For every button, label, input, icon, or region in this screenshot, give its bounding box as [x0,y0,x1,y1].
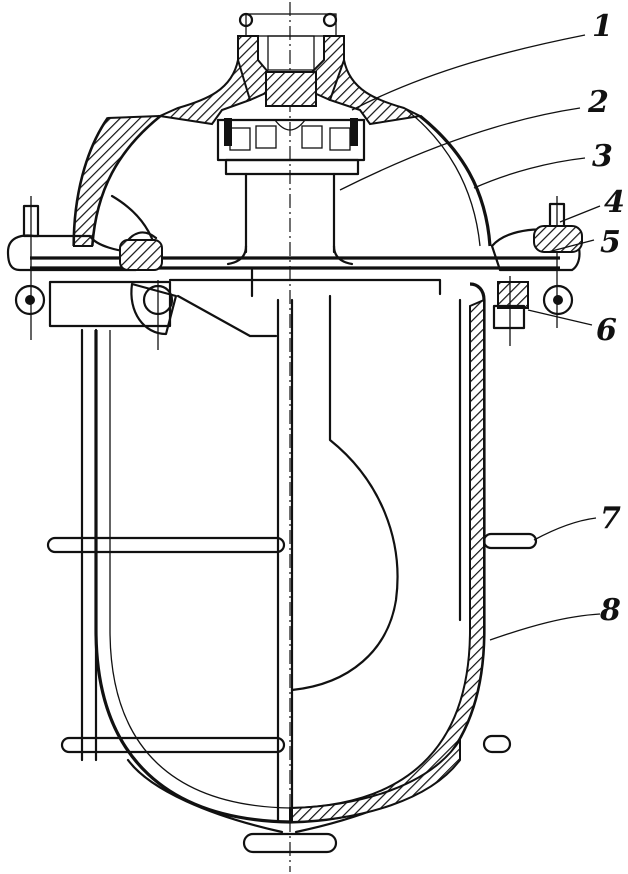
lamp-socket [216,118,366,176]
callout-5: 5 [600,225,621,260]
callout-8: 8 [599,593,621,628]
callout-6: 6 [596,313,617,348]
reflector-arm [168,268,442,338]
dome-housing [72,107,492,252]
callout-labels: 1 2 3 4 5 6 7 8 [587,9,625,628]
callout-3: 3 [592,139,613,174]
top-mount [156,12,424,126]
callout-1: 1 [592,9,613,44]
callout-7: 7 [600,501,621,536]
flange-ring [6,196,583,350]
callout-2: 2 [587,85,609,120]
callout-4: 4 [604,185,625,220]
leader-lines [339,34,601,641]
lamp-bulb [276,294,461,824]
